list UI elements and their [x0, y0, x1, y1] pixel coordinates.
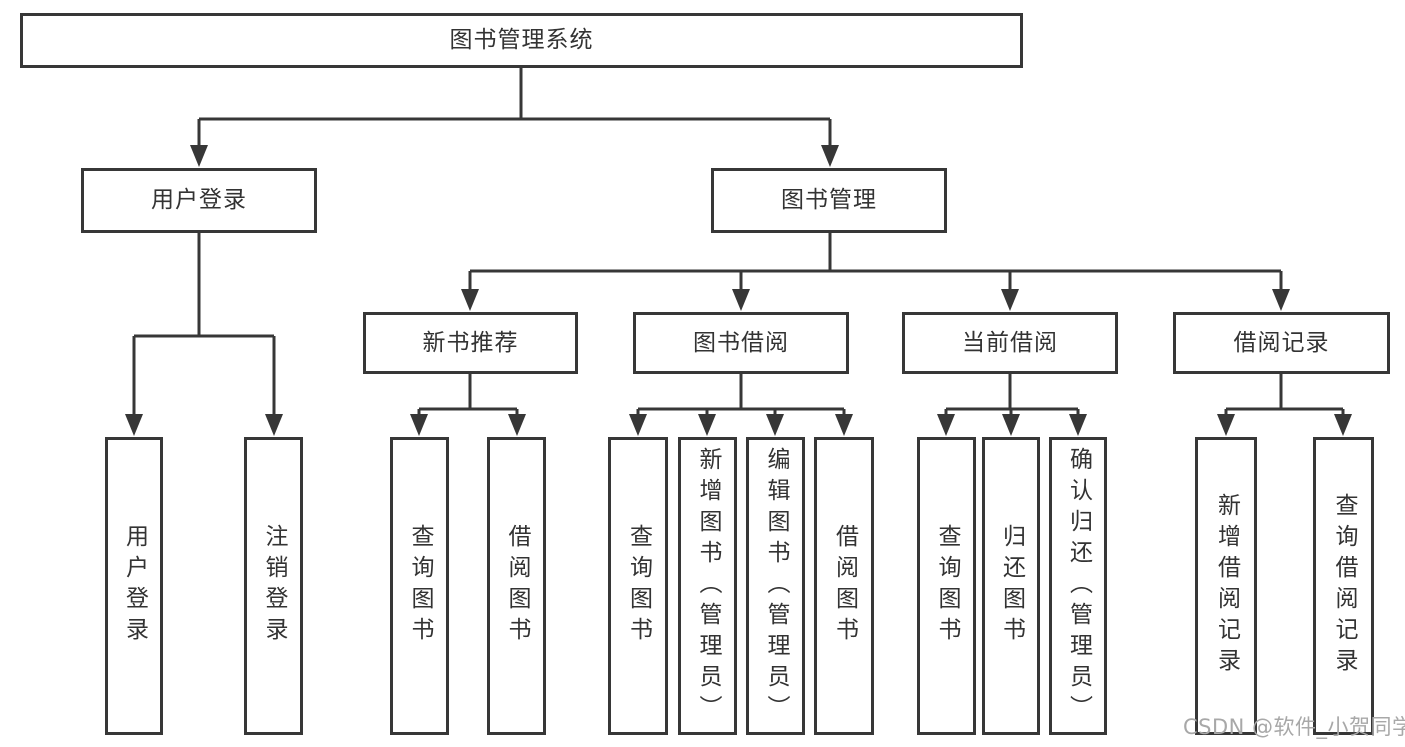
arrowhead-icon [821, 145, 839, 167]
node-label: 借阅图书 [831, 524, 858, 648]
node-label: 新增图书（管理员） [695, 446, 721, 726]
arrowhead-icon [1001, 289, 1019, 311]
arrowhead-icon [1002, 414, 1020, 436]
node-label: 归还图书 [998, 524, 1025, 648]
arrowhead-icon [766, 414, 784, 436]
node-label: 图书管理系统 [449, 27, 594, 53]
arrowhead-icon [1334, 414, 1352, 436]
arrowhead-icon [698, 414, 716, 436]
node-label: 查询图书 [407, 524, 433, 648]
node-book-management: 图书管理 [711, 168, 947, 233]
leaf-query-books-2: 查询图书 [608, 437, 668, 735]
leaf-borrow-books-2: 借阅图书 [814, 437, 874, 735]
node-label: 注销登录 [261, 524, 287, 648]
wire-userlogin-to-leaves [132, 232, 276, 420]
leaf-query-borrow-record: 查询借阅记录 [1313, 437, 1374, 735]
node-label: 新书推荐 [422, 329, 519, 356]
leaf-add-borrow-record: 新增借阅记录 [1195, 437, 1257, 735]
node-label: 用户登录 [121, 524, 148, 648]
arrowhead-icon [410, 414, 428, 436]
arrowhead-icon [1272, 289, 1290, 311]
arrowheads [125, 145, 1352, 436]
wire-bookborrow-to-leaves [636, 374, 846, 420]
node-label: 当前借阅 [962, 329, 1058, 356]
arrowhead-icon [629, 414, 647, 436]
node-label: 借阅记录 [1233, 329, 1330, 356]
csdn-watermark: CSDN @软件_小贺同学 [1183, 715, 1405, 739]
leaf-logout: 注销登录 [244, 437, 303, 735]
leaf-query-books-1: 查询图书 [390, 437, 449, 735]
node-label: 新增借阅记录 [1213, 493, 1240, 679]
node-user-login: 用户登录 [81, 168, 317, 233]
wire-newbookrec-to-leaves [417, 374, 519, 420]
arrowhead-icon [461, 289, 479, 311]
leaf-confirm-return-admin: 确认归还（管理员） [1049, 437, 1107, 735]
arrowhead-icon [125, 414, 143, 436]
leaf-query-books-3: 查询图书 [917, 437, 976, 735]
node-book-borrowing: 图书借阅 [633, 312, 849, 374]
arrowhead-icon [265, 414, 283, 436]
node-current-borrowing: 当前借阅 [902, 312, 1118, 374]
leaf-user-login: 用户登录 [105, 437, 163, 735]
leaf-add-book-admin: 新增图书（管理员） [678, 437, 737, 735]
leaf-borrow-books-1: 借阅图书 [487, 437, 546, 735]
wire-bookmgmt-to-level3 [468, 232, 1283, 294]
arrowhead-icon [1217, 414, 1235, 436]
wire-currentborrow-to-leaves [944, 374, 1080, 420]
leaf-edit-book-admin: 编辑图书（管理员） [746, 437, 805, 735]
arrowhead-icon [835, 414, 853, 436]
node-label: 图书借阅 [693, 329, 789, 356]
wire-root-to-level2 [197, 68, 832, 150]
arrowhead-icon [1069, 414, 1087, 436]
arrowhead-icon [937, 414, 955, 436]
node-label: 确认归还（管理员） [1065, 446, 1092, 726]
node-label: 用户登录 [151, 187, 247, 213]
node-label: 图书管理 [781, 187, 877, 213]
node-library-management-system: 图书管理系统 [20, 13, 1023, 68]
node-label: 查询图书 [625, 524, 652, 648]
node-label: 查询借阅记录 [1331, 493, 1357, 679]
leaf-return-book: 归还图书 [982, 437, 1040, 735]
node-label: 借阅图书 [504, 524, 530, 648]
arrowhead-icon [190, 145, 208, 167]
node-label: 查询图书 [934, 524, 960, 648]
arrowhead-icon [732, 289, 750, 311]
wire-borrowrecords-to-leaves [1224, 374, 1345, 420]
node-label: 编辑图书（管理员） [763, 446, 789, 726]
node-borrowing-records: 借阅记录 [1173, 312, 1390, 374]
node-new-book-recommend: 新书推荐 [363, 312, 578, 374]
arrowhead-icon [508, 414, 526, 436]
